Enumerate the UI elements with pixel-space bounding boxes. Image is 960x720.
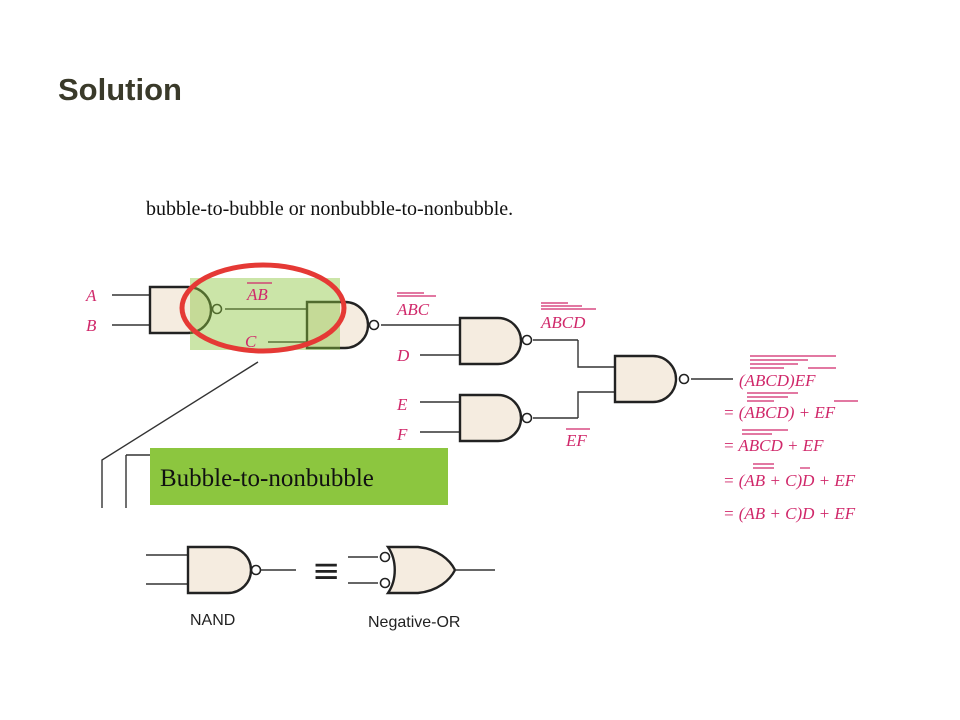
input-d-label: D — [396, 346, 410, 365]
equation-block: (ABCD)EF = (ABCD) + EF = ABCD + EF = (AB… — [723, 355, 858, 523]
callout-text: Bubble-to-nonbubble — [160, 465, 374, 492]
equation-line-3: = ABCD + EF — [723, 436, 824, 455]
negative-or-caption: Negative-OR — [368, 614, 460, 631]
equation-line-1: (ABCD)EF — [739, 371, 816, 390]
nand-caption: NAND — [190, 612, 235, 629]
nand-gate-ef — [458, 393, 533, 443]
nand-gate-abcd — [458, 316, 533, 366]
callout-bubble-to-nonbubble: Bubble-to-nonbubble — [150, 448, 448, 505]
wire-label-ef: EF — [565, 431, 587, 450]
equivalence-nand-gate — [146, 545, 296, 595]
nand-gate-output — [613, 354, 690, 404]
wire-label-abc: ABC — [396, 300, 430, 319]
slide-subtitle: bubble-to-bubble or nonbubble-to-nonbubb… — [146, 198, 514, 220]
callout-connector — [101, 361, 259, 508]
wire-label-ab: AB — [246, 285, 268, 304]
wire-label-abcd: ABCD — [540, 313, 586, 332]
slide-title: Solution — [58, 72, 182, 107]
input-e-label: E — [396, 395, 408, 414]
input-a-label: A — [85, 286, 97, 305]
input-f-label: F — [396, 425, 408, 444]
highlight-region — [190, 278, 340, 350]
equivalence-negative-or-gate — [348, 545, 495, 595]
input-b-label: B — [86, 316, 97, 335]
highlight-ring — [179, 262, 347, 354]
equation-line-4: = (AB + C)D + EF — [723, 471, 856, 490]
circuit-wires — [112, 294, 733, 433]
equation-line-2: = (ABCD) + EF — [723, 403, 836, 422]
equivalence-symbol: ≡ — [312, 551, 341, 591]
equation-line-5: = (AB + C)D + EF — [723, 504, 856, 523]
input-c-label: C — [245, 332, 257, 351]
